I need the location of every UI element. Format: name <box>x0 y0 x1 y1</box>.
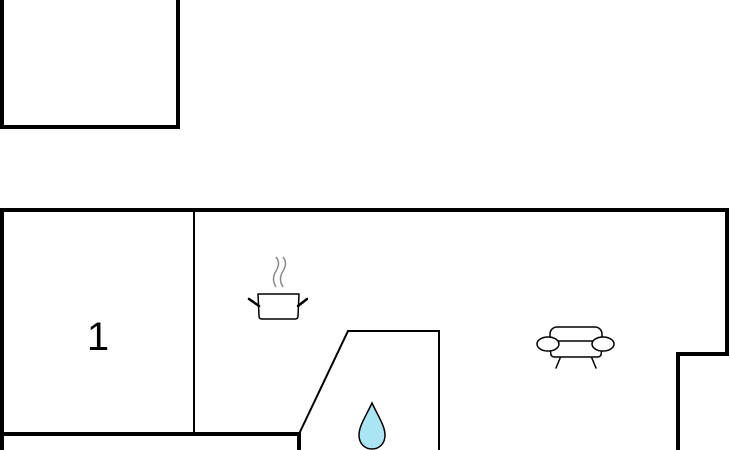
steam-line-right <box>279 256 287 288</box>
steam-line-left <box>272 256 280 288</box>
bathroom-walls <box>298 330 440 450</box>
main-outer-walls <box>0 208 729 450</box>
sofa-arm-left <box>536 336 560 352</box>
cooking-pot-icon <box>247 256 309 320</box>
sofa-leg-right <box>590 355 597 369</box>
water-drop-icon <box>358 401 386 450</box>
sofa-leg-left <box>555 355 562 369</box>
room-1-bottom-wall <box>2 432 301 450</box>
pot-handle-right <box>296 297 309 308</box>
pot-handle-left <box>247 297 261 308</box>
sofa-icon <box>536 326 615 369</box>
room-label-1: 1 <box>87 315 109 359</box>
upper-room-walls <box>0 0 180 129</box>
pot-body <box>257 293 300 320</box>
sofa-seat <box>548 340 604 358</box>
sofa-arm-right <box>591 336 615 352</box>
